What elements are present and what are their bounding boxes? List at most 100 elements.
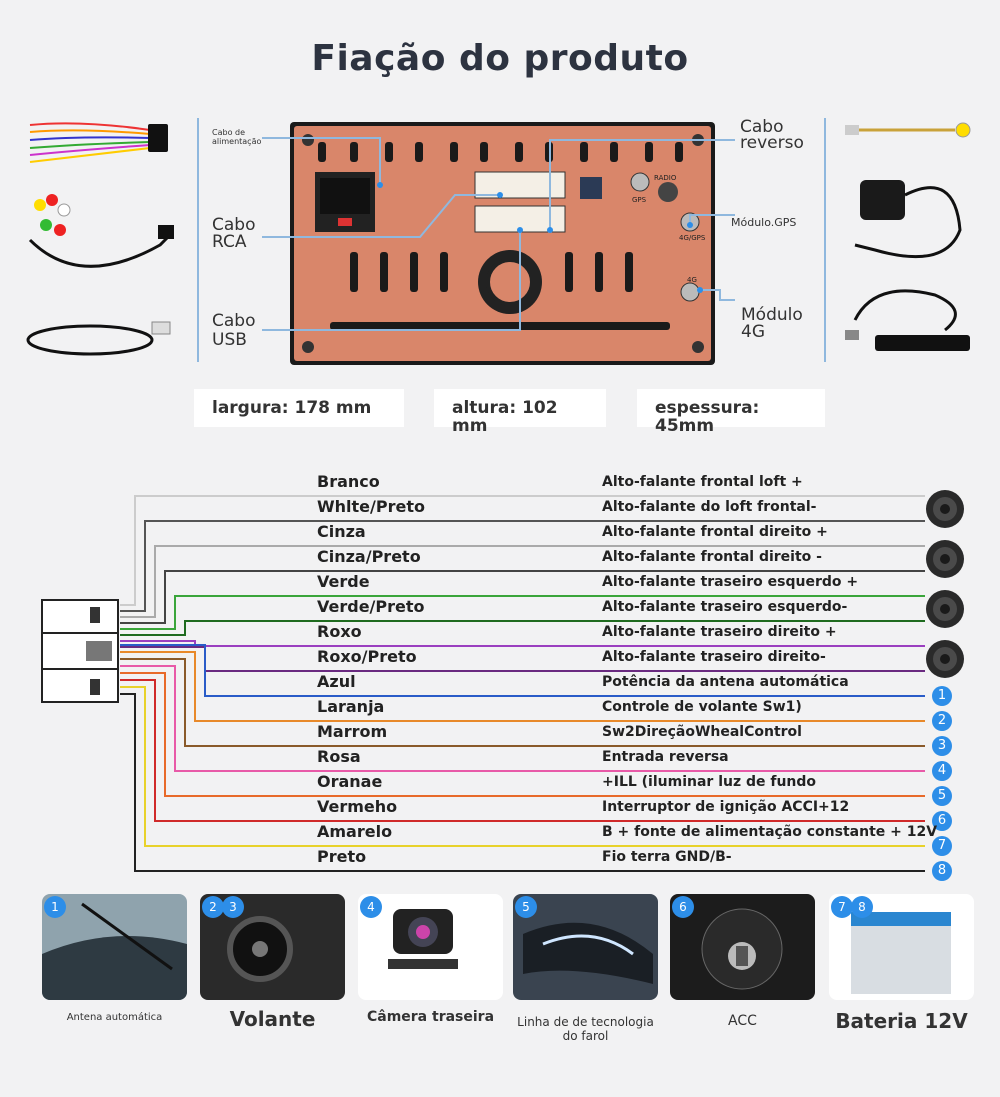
photo-caption: Antena automática <box>66 1012 163 1023</box>
wire-name: Branco <box>317 472 380 491</box>
wire-name: Amarelo <box>317 822 393 841</box>
wire-line <box>120 686 925 847</box>
wire-function: Controle de volante Sw1) <box>602 699 802 715</box>
wire-name: Vermeho <box>317 797 398 816</box>
wire-function: Alto-falante traseiro direito- <box>602 649 826 665</box>
speaker-icon <box>926 590 964 628</box>
wire-line <box>120 620 925 636</box>
wire-number-badge: 5 <box>932 786 952 806</box>
wire-line <box>120 644 925 697</box>
wire-name: Marrom <box>317 722 388 741</box>
modulo-4g-label-1: Módulo <box>741 305 803 325</box>
right-accessories <box>845 122 971 351</box>
photo-badge: 8 <box>851 896 873 918</box>
photo-image <box>358 894 503 1000</box>
modulo-4g-label-2: 4G <box>741 322 765 342</box>
wire-name: Rosa <box>317 747 361 766</box>
page-title: Fiação do produto <box>311 38 689 79</box>
head-unit-rear <box>290 122 715 365</box>
wire-name: Cinza <box>317 522 366 541</box>
photo-image <box>829 894 974 1000</box>
speaker-icon <box>926 640 964 678</box>
modulo-gps-label: Módulo.GPS <box>731 216 797 229</box>
photo-caption: Bateria 12V <box>835 1009 968 1033</box>
wire-function: Sw2DireçãoWhealControl <box>602 724 802 740</box>
dimension-height: altura: 102 mm <box>434 389 606 435</box>
photo-thumbnail <box>42 894 187 1000</box>
wire-number-badge: 8 <box>932 861 952 881</box>
cabo-usb-label-1: Cabo <box>212 311 256 331</box>
photo-caption: Câmera traseira <box>366 1009 495 1025</box>
wire-function: Alto-falante frontal direito - <box>602 549 822 565</box>
photo-caption: Linha de de tecnologia do farol <box>517 1015 654 1043</box>
wire-name: Verde <box>317 572 370 591</box>
cabo-reverso-label-2: reverso <box>740 133 804 153</box>
photo-image <box>670 894 815 1000</box>
wire-function: Alto-falante frontal loft + <box>602 474 803 490</box>
port-gps-label: GPS <box>632 196 647 204</box>
wire-function: Interruptor de ignição ACCI+12 <box>602 799 850 815</box>
wire-number-badge: 6 <box>932 811 952 831</box>
port-radio-label: RADIO <box>654 174 677 182</box>
wire-name: Preto <box>317 847 367 866</box>
photo-thumbnail <box>670 894 815 1000</box>
photo-badge: 2 <box>202 896 224 918</box>
wire-line <box>120 693 925 872</box>
dimension-depth: espessura: 45mm <box>637 389 825 435</box>
photo-badge: 7 <box>831 896 853 918</box>
photo-thumbnail <box>358 894 503 1000</box>
wire-function: Alto-falante traseiro direito + <box>602 624 837 640</box>
wire-function: Alto-falante do loft frontal- <box>602 499 817 515</box>
wire-line <box>120 570 925 624</box>
cabo-rca-label-2: RCA <box>212 232 247 252</box>
photo-caption: ACC <box>728 1013 757 1029</box>
wire-function: Alto-falante traseiro esquerdo + <box>602 574 859 590</box>
wire-number-badge: 1 <box>932 686 952 706</box>
cabo-alimentacao-label: Cabo de alimentação <box>212 128 262 146</box>
wire-function: +ILL (iluminar luz de fundo <box>602 774 817 790</box>
wire-line <box>120 672 925 797</box>
wire-line <box>120 495 925 606</box>
wire-harness-icon <box>29 122 168 163</box>
harness-connector <box>41 599 119 703</box>
cabo-usb-label-2: USB <box>212 330 247 350</box>
cabo-rca-label-1: Cabo <box>212 215 256 235</box>
wire-function: B + fonte de alimentação constante + 12V <box>602 824 938 840</box>
cabo-reverso-label-1: Cabo <box>740 117 784 137</box>
wire-name: Roxo/Preto <box>317 647 417 666</box>
rca-cable-icon <box>28 194 174 268</box>
wire-line <box>120 658 925 747</box>
photo-badge: 6 <box>672 896 694 918</box>
wire-function: Alto-falante traseiro esquerdo- <box>602 599 848 615</box>
speaker-icon <box>926 490 964 528</box>
dimension-width: largura: 178 mm <box>194 389 404 427</box>
wire-line <box>120 545 925 618</box>
wire-number-badge: 3 <box>932 736 952 756</box>
wire-line <box>120 679 925 822</box>
wire-function: Alto-falante frontal direito + <box>602 524 828 540</box>
wire-line <box>120 640 925 647</box>
wire-number-badge: 4 <box>932 761 952 781</box>
port-4g-gps-label: 4G/GPS <box>679 234 706 242</box>
speaker-icon <box>926 540 964 578</box>
left-accessories <box>26 122 174 356</box>
wire-name: Cinza/Preto <box>317 547 421 566</box>
wire-name: Whlte/Preto <box>317 497 425 516</box>
wire-number-badge: 7 <box>932 836 952 856</box>
4g-module-icon <box>845 289 970 351</box>
photo-image <box>42 894 187 1000</box>
photo-image <box>513 894 658 1000</box>
wire-function: Potência da antena automática <box>602 674 849 690</box>
gps-module-icon <box>854 180 962 259</box>
wire-function: Fio terra GND/B- <box>602 849 732 865</box>
photo-caption: Volante <box>229 1007 316 1031</box>
wiring-diagram <box>41 490 964 872</box>
wire-line <box>120 665 925 772</box>
wire-line <box>120 595 925 630</box>
wire-function: Entrada reversa <box>602 749 729 765</box>
photo-badge: 4 <box>360 896 382 918</box>
port-4g-label: 4G <box>687 276 697 284</box>
photo-thumbnail <box>513 894 658 1000</box>
wire-number-badge: 2 <box>932 711 952 731</box>
photo-badge: 1 <box>44 896 66 918</box>
